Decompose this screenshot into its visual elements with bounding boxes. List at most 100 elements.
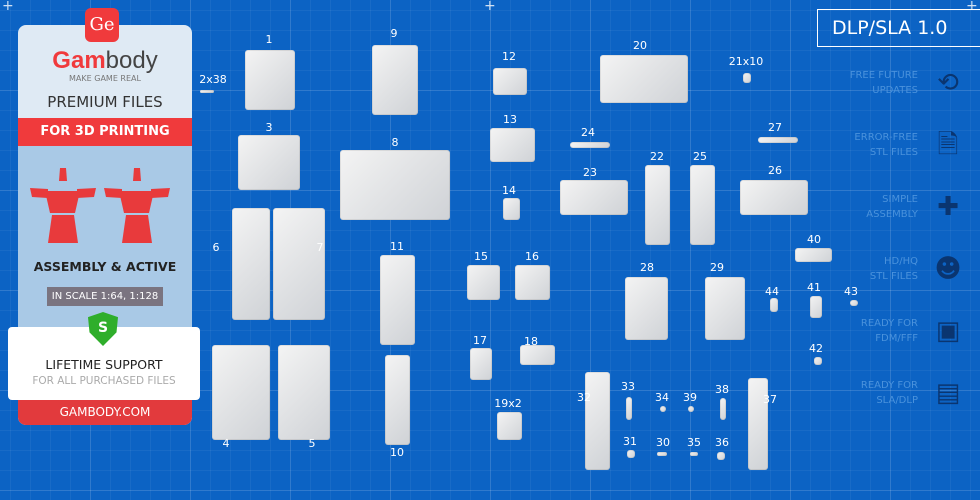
part-label: 3 <box>265 121 273 134</box>
part-label: 7 <box>316 241 324 254</box>
gambody-link[interactable]: GAMBODY.COM <box>18 400 192 425</box>
part-label: 14 <box>502 184 516 197</box>
support-subtitle: FOR ALL PURCHASED FILES <box>32 375 176 387</box>
part-label: 32 <box>577 391 591 404</box>
assembly-active: ASSEMBLY & ACTIVE <box>33 259 177 274</box>
model-part-38 <box>720 398 726 420</box>
crosshair-mark: + <box>484 0 496 14</box>
part-label: 18 <box>524 335 538 348</box>
scale-badge: IN SCALE 1:64, 1:128 <box>47 287 163 306</box>
support-title: LIFETIME SUPPORT <box>45 357 163 372</box>
model-part-13 <box>490 128 535 162</box>
model-part-36 <box>717 452 725 460</box>
part-label: 35 <box>687 436 701 449</box>
part-label: 22 <box>650 150 664 163</box>
brand-gray: body <box>105 47 158 74</box>
model-part-42 <box>814 357 822 365</box>
part-label: 13 <box>503 113 517 126</box>
part-label: 36 <box>715 436 729 449</box>
model-part-5 <box>278 345 330 440</box>
tagline: MAKE GAME REAL <box>69 74 141 83</box>
model-part-21x10 <box>743 73 751 83</box>
part-label: 9 <box>390 27 398 40</box>
model-part-15 <box>467 265 500 300</box>
model-part-11 <box>380 255 415 345</box>
part-label: 6 <box>212 241 220 254</box>
feature-file-check: ERROR-FREE STL FILES <box>808 130 918 160</box>
model-part-19x2 <box>497 412 522 440</box>
part-label: 30 <box>656 436 670 449</box>
model-part-24 <box>570 142 610 148</box>
model-part-1 <box>245 50 295 110</box>
model-part-33 <box>626 397 632 420</box>
model-part-40 <box>795 248 832 262</box>
part-label: 34 <box>655 391 669 404</box>
feature-text: STL FILES <box>869 147 918 158</box>
brand-name: Gambody <box>18 47 192 75</box>
update-icon: ⟲ <box>937 68 959 98</box>
part-label: 5 <box>308 437 316 450</box>
model-part-10 <box>385 355 410 445</box>
part-label: 4 <box>222 437 230 450</box>
part-label: 39 <box>683 391 697 404</box>
feature-text: FREE FUTURE <box>849 70 918 81</box>
part-label: 21x10 <box>728 55 764 68</box>
part-label: 27 <box>768 121 782 134</box>
model-part-44 <box>770 298 778 312</box>
feature-text: ASSEMBLY <box>866 209 918 220</box>
part-label: 2x38 <box>199 73 227 86</box>
part-label: 41 <box>807 281 821 294</box>
feature-fdm-printer: READY FOR FDM/FFF <box>808 316 918 346</box>
model-part-3 <box>238 135 300 190</box>
part-label: 12 <box>502 50 516 63</box>
part-label: 20 <box>633 39 647 52</box>
model-part-28 <box>625 277 668 340</box>
version-label: DLP/SLA 1.0 <box>817 9 980 47</box>
part-label: 24 <box>581 126 595 139</box>
part-label: 1 <box>265 33 273 46</box>
file-check-icon: 🗎 <box>937 130 959 160</box>
model-part-12 <box>493 68 527 95</box>
gambody-logo[interactable]: Ge <box>85 8 119 42</box>
part-label: 19x2 <box>494 397 522 410</box>
part-label: 25 <box>693 150 707 163</box>
model-part-14 <box>503 198 520 220</box>
brand-red: Gam <box>52 47 106 74</box>
feature-text: SLA/DLP <box>876 395 918 406</box>
sla-printer-icon: ▤ <box>935 378 961 408</box>
part-label: 29 <box>710 261 724 274</box>
crosshair-mark: + <box>2 0 14 14</box>
part-label: 37 <box>763 393 777 406</box>
feature-text: FDM/FFF <box>875 333 918 344</box>
model-part-31 <box>627 450 635 458</box>
part-label: 26 <box>768 164 782 177</box>
feature-text: READY FOR <box>860 318 918 329</box>
model-part-37 <box>748 378 768 470</box>
part-label: 31 <box>623 435 637 448</box>
feature-text: UPDATES <box>872 85 918 96</box>
model-part-26 <box>740 180 808 215</box>
model-part-2x38 <box>200 90 214 93</box>
feature-update: FREE FUTURE UPDATES <box>808 68 918 98</box>
model-part-27 <box>758 137 798 143</box>
part-label: 17 <box>473 334 487 347</box>
model-part-29 <box>705 277 745 340</box>
part-label: 8 <box>391 136 399 149</box>
model-part-20 <box>600 55 688 103</box>
part-label: 42 <box>809 342 823 355</box>
model-part-39 <box>688 406 694 412</box>
model-part-9 <box>372 45 418 115</box>
part-label: 33 <box>621 380 635 393</box>
part-label: 40 <box>807 233 821 246</box>
model-part-35 <box>690 452 698 456</box>
feature-text: ERROR-FREE <box>854 132 918 143</box>
crosshair-mark: + <box>966 0 978 14</box>
fdm-printer-icon: ▣ <box>935 316 961 346</box>
model-part-30 <box>657 452 667 456</box>
part-label: 16 <box>525 250 539 263</box>
part-label: 38 <box>715 383 729 396</box>
part-label: 44 <box>765 285 779 298</box>
